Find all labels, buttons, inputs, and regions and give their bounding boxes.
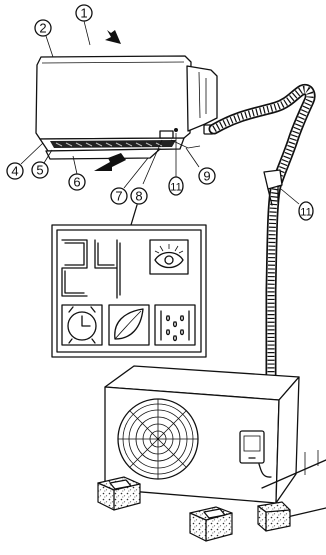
air-inlet-arrow [105,30,121,44]
mounting-block-left [98,477,140,510]
svg-text:7: 7 [115,189,122,204]
svg-text:2: 2 [39,21,46,36]
callout-7: 7 [111,188,127,204]
display-panel: 24 [52,205,206,357]
mounting-block-right [190,507,232,541]
mounting-block-back [258,502,290,531]
indoor-unit [36,56,217,159]
svg-text:5: 5 [36,163,43,178]
svg-text:1: 1 [80,6,87,21]
callout-1: 1 [76,5,92,21]
svg-text:4: 4 [11,164,18,179]
callout-11-pipe: 11 [299,202,313,220]
svg-text:9: 9 [203,169,210,184]
callout-11-indoor: 11 [169,177,183,195]
svg-text:8: 8 [135,189,142,204]
fan-grille [118,399,198,479]
callout-5: 5 [32,162,48,178]
svg-text:11: 11 [300,207,311,219]
svg-text:6: 6 [73,175,80,190]
callout-4: 4 [7,163,23,179]
callout-9: 9 [199,168,215,184]
svg-text:11: 11 [170,182,181,194]
callout-8: 8 [131,188,147,204]
callout-2: 2 [35,20,51,36]
callout-6: 6 [69,174,85,190]
